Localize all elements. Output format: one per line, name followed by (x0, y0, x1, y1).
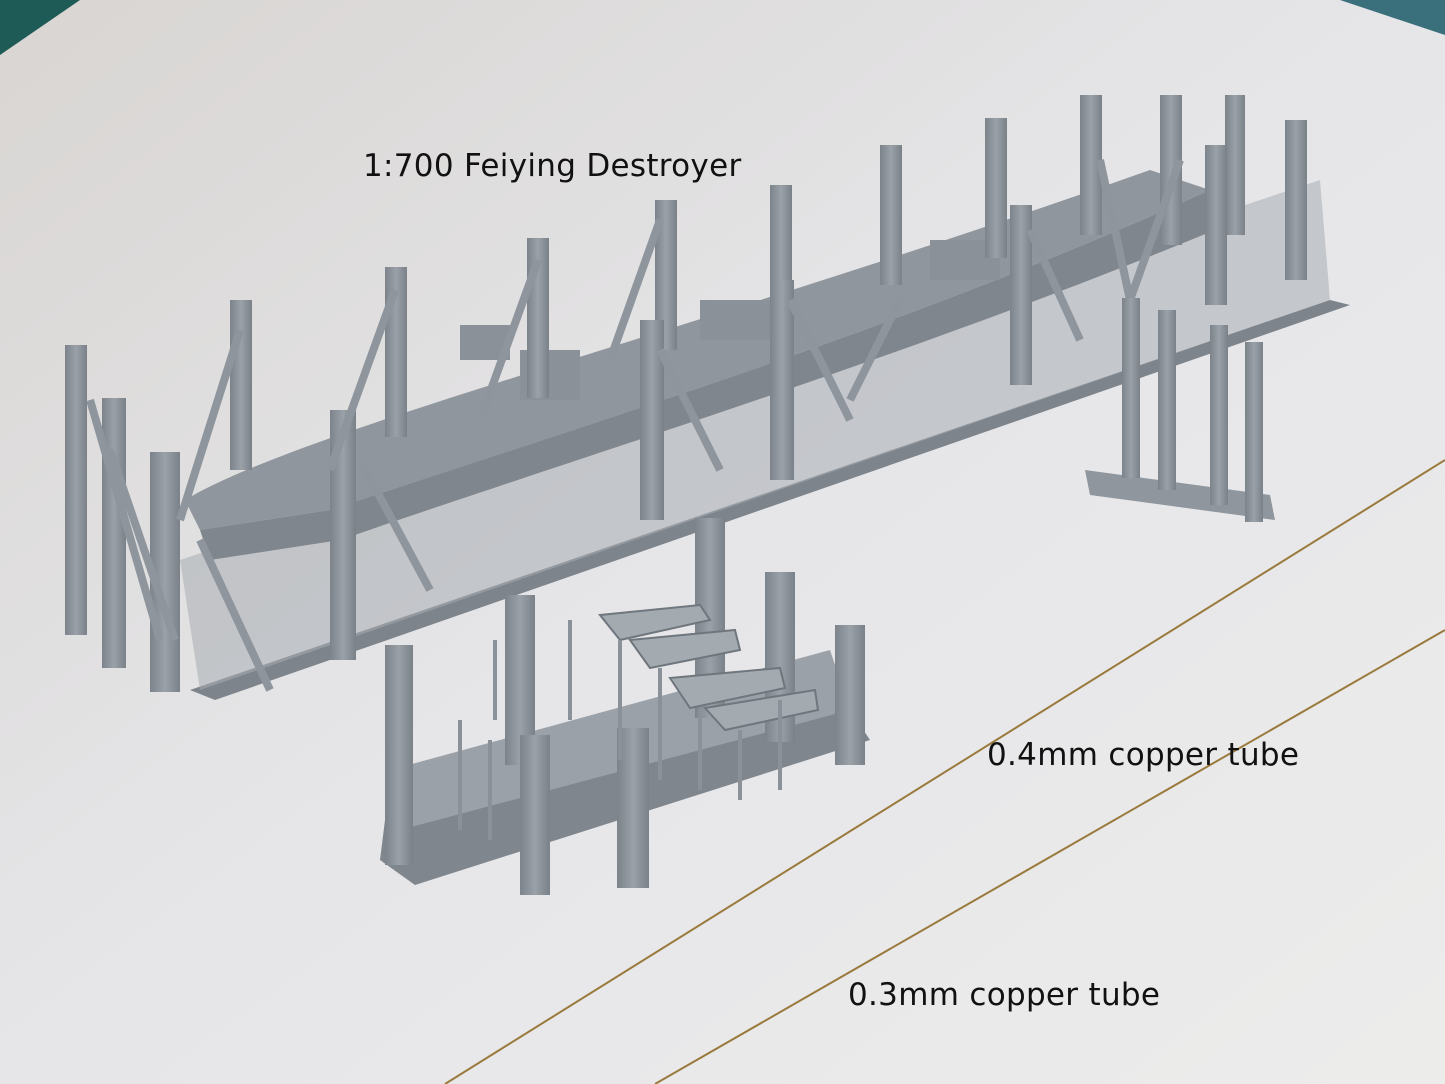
copper-tube-03mm (654, 629, 1445, 1084)
copper-tube-03mm-label: 0.3mm copper tube (848, 977, 1161, 1013)
destroyer-sprue (65, 95, 1350, 700)
mat-corner-right (1340, 0, 1445, 35)
copper-tube-04mm (444, 459, 1445, 1084)
copper-tube-04mm-label: 0.4mm copper tube (987, 737, 1300, 773)
green-mat-corner-left (0, 0, 80, 55)
model-title-label: 1:700 Feiying Destroyer (363, 148, 742, 184)
torpedo-sprue (1085, 298, 1275, 522)
accessory-sprue (380, 518, 870, 895)
